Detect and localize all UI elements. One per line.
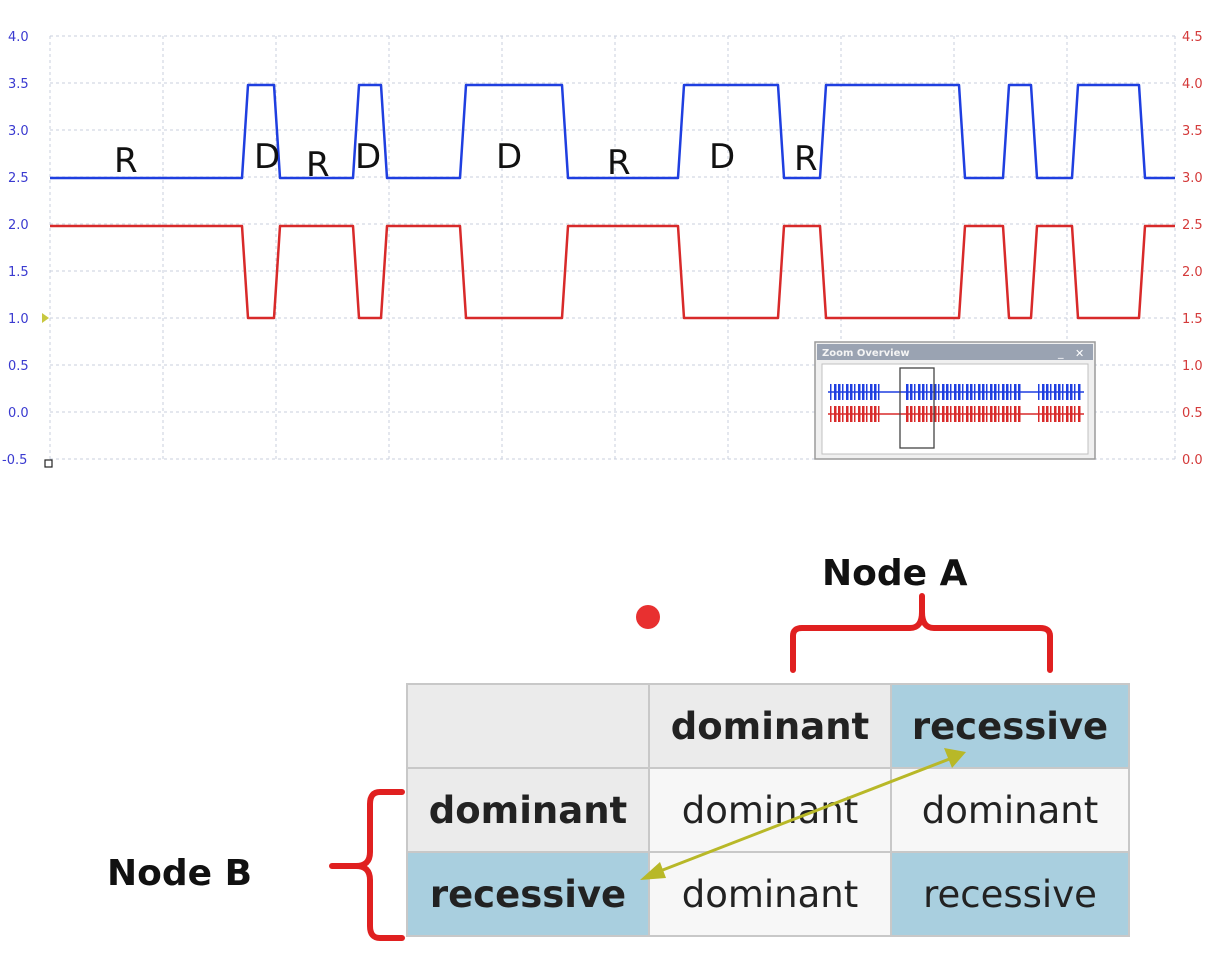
- right-axis-tick: 3.0: [1182, 171, 1203, 186]
- right-axis: 4.5 4.0 3.5 3.0 2.5 2.0 1.5 1.0 0.5 0.0: [1182, 30, 1203, 468]
- left-axis-tick: 4.0: [8, 30, 29, 45]
- close-icon[interactable]: ✕: [1075, 347, 1084, 360]
- cursor-handle-icon[interactable]: [44, 459, 53, 468]
- node-a-recessive-header: recessive: [890, 683, 1130, 769]
- left-axis: 4.0 3.5 3.0 2.5 2.0 1.5 1.0 0.5 0.0 -0.5: [2, 30, 29, 468]
- can-low-trace: [50, 224, 1175, 320]
- left-axis-tick: 2.5: [8, 171, 29, 186]
- left-axis-tick: -0.5: [2, 453, 27, 468]
- bit-label: R: [794, 139, 818, 179]
- table-corner-cell: [406, 683, 650, 769]
- table-cell: recessive: [890, 851, 1130, 937]
- node-a-brace: [790, 593, 1053, 673]
- zoom-overview-title: Zoom Overview: [822, 348, 910, 359]
- left-axis-tick: 3.5: [8, 77, 29, 92]
- right-axis-tick: 4.5: [1182, 30, 1203, 45]
- can-high-trace: [50, 83, 1175, 180]
- table-header-row: dominant recessive: [406, 683, 1130, 769]
- left-axis-tick: 0.0: [8, 406, 29, 421]
- left-axis-tick: 0.5: [8, 359, 29, 374]
- bit-label: D: [496, 137, 522, 177]
- bit-label: R: [306, 145, 330, 185]
- red-dot-marker: [636, 605, 660, 629]
- table-row: recessive dominant recessive: [406, 851, 1130, 937]
- bit-label: R: [607, 143, 631, 183]
- left-axis-tick: 1.5: [8, 265, 29, 280]
- table-cell: dominant: [648, 767, 892, 853]
- right-axis-tick: 0.5: [1182, 406, 1203, 421]
- node-a-label: Node A: [822, 553, 968, 594]
- right-axis-tick: 1.0: [1182, 359, 1203, 374]
- zoom-overview-can-low: [828, 406, 1084, 422]
- node-b-label: Node B: [107, 853, 253, 894]
- node-b-recessive-header: recessive: [406, 851, 650, 937]
- trigger-marker-icon[interactable]: [42, 313, 49, 323]
- zoom-overview-can-high: [828, 384, 1084, 400]
- bit-label: D: [355, 137, 381, 177]
- right-axis-tick: 2.5: [1182, 218, 1203, 233]
- bit-label: D: [709, 137, 735, 177]
- minimize-icon[interactable]: _: [1057, 346, 1064, 359]
- right-axis-tick: 2.0: [1182, 265, 1203, 280]
- table-row: dominant dominant dominant: [406, 767, 1130, 853]
- arbitration-truth-table: dominant recessive dominant dominant dom…: [406, 683, 1130, 937]
- oscilloscope-plot: 4.0 3.5 3.0 2.5 2.0 1.5 1.0 0.5 0.0 -0.5…: [2, 30, 1203, 468]
- right-axis-tick: 4.0: [1182, 77, 1203, 92]
- left-axis-tick: 1.0: [8, 312, 29, 327]
- node-a-dominant-header: dominant: [648, 683, 892, 769]
- table-cell: dominant: [890, 767, 1130, 853]
- bit-labels: R D R D D R D R: [114, 137, 818, 185]
- bit-label: R: [114, 141, 138, 181]
- left-axis-tick: 2.0: [8, 218, 29, 233]
- zoom-overview-titlebar[interactable]: [817, 344, 1093, 360]
- node-b-brace: [329, 789, 405, 941]
- node-b-dominant-header: dominant: [406, 767, 650, 853]
- zoom-overview-window[interactable]: Zoom Overview _ ✕: [814, 341, 1096, 460]
- zoom-viewport-handle[interactable]: [899, 367, 935, 449]
- right-axis-tick: 0.0: [1182, 453, 1203, 468]
- bit-label: D: [254, 137, 280, 177]
- right-axis-tick: 1.5: [1182, 312, 1203, 327]
- right-axis-tick: 3.5: [1182, 124, 1203, 139]
- left-axis-tick: 3.0: [8, 124, 29, 139]
- table-cell: dominant: [648, 851, 892, 937]
